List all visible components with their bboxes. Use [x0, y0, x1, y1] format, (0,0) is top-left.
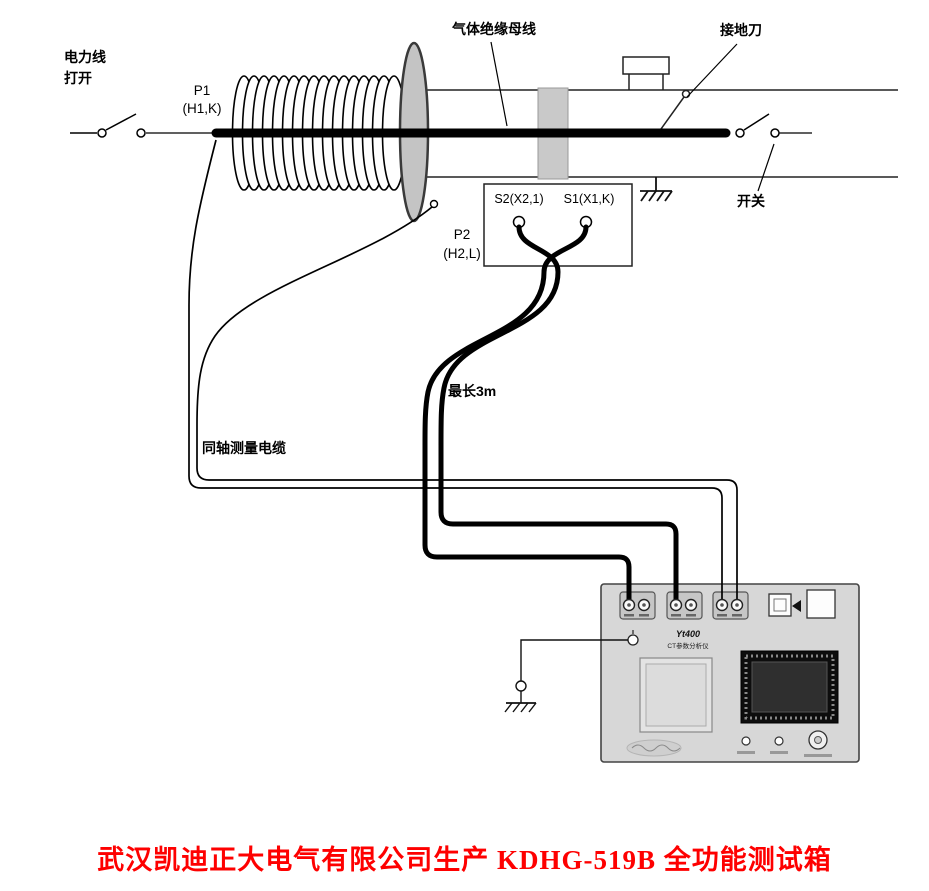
coax-cable-s2 — [438, 224, 679, 605]
label-p2-terminals: (H2,L) — [443, 246, 481, 261]
right-switch — [735, 113, 812, 138]
lcd-screen — [751, 661, 828, 713]
earthing-resistor — [622, 56, 670, 75]
label-sticker — [626, 739, 682, 757]
bus-ground-symbol — [640, 177, 673, 202]
p2-tap-terminal — [429, 199, 439, 209]
lead-p2 — [196, 206, 738, 602]
leader-switch — [757, 143, 775, 192]
label-s1: S1(X1,K) — [564, 192, 615, 206]
caption: 武汉凯迪正大电气有限公司生产 KDHG-519B 全功能测试箱 — [97, 845, 832, 875]
left-switch — [70, 113, 212, 138]
instrument-ground-terminal — [627, 634, 639, 646]
leader-earthing-knife — [686, 43, 738, 98]
arrow-left-icon — [792, 600, 801, 612]
instrument-model: Yt400 — [676, 629, 700, 639]
lead-p1 — [188, 139, 723, 602]
button-1 — [741, 736, 751, 746]
earthing-knife-assembly — [622, 56, 691, 130]
button-2 — [774, 736, 784, 746]
label-sticker-scribble — [631, 744, 681, 752]
button-micro-labels — [737, 751, 832, 757]
label-p1-terminals: (H1,K) — [182, 101, 221, 116]
secondary-coax-cables — [422, 224, 679, 605]
printer-slot — [768, 593, 792, 617]
label-coax-cable: 同轴测量电缆 — [202, 440, 286, 456]
label-power-line-2: 打开 — [64, 70, 92, 86]
instrument-ground-wire — [504, 639, 628, 713]
lcd-connector-teeth — [744, 654, 835, 720]
leader-gas-bus — [490, 41, 508, 127]
terminal-micro-labels — [624, 614, 742, 617]
earthing-blade — [660, 96, 685, 130]
primary-measure-leads — [188, 139, 738, 602]
bus-enclosure-lines — [410, 89, 898, 178]
coax-cable-s1 — [422, 224, 632, 605]
test-instrument: Yt400 CT参数分析仪 — [600, 583, 860, 763]
label-switch: 开关 — [737, 193, 765, 209]
label-s2: S2(X2,1) — [494, 192, 543, 206]
keypad-inner — [645, 663, 707, 727]
instrument-name: CT参数分析仪 — [667, 641, 709, 650]
earthing-pivot — [681, 89, 691, 99]
label-earthing-knife: 接地刀 — [720, 22, 762, 38]
label-p2: P2 — [454, 227, 471, 242]
rotary-knob-center — [814, 736, 822, 744]
printer-slot-inner — [773, 598, 787, 612]
label-power-line-1: 电力线 — [64, 49, 106, 65]
power-switch-panel — [806, 589, 836, 619]
label-max-length: 最长3m — [448, 383, 496, 399]
instrument-terminal-pins — [622, 598, 744, 612]
label-leaders — [490, 41, 775, 192]
circuit-diagram: S2(X2,1) S1(X1,K) Yt400 CT参数分析仪 — [64, 21, 898, 763]
label-p1: P1 — [194, 83, 211, 98]
label-gas-insulated-bus: 气体绝缘母线 — [451, 21, 536, 37]
